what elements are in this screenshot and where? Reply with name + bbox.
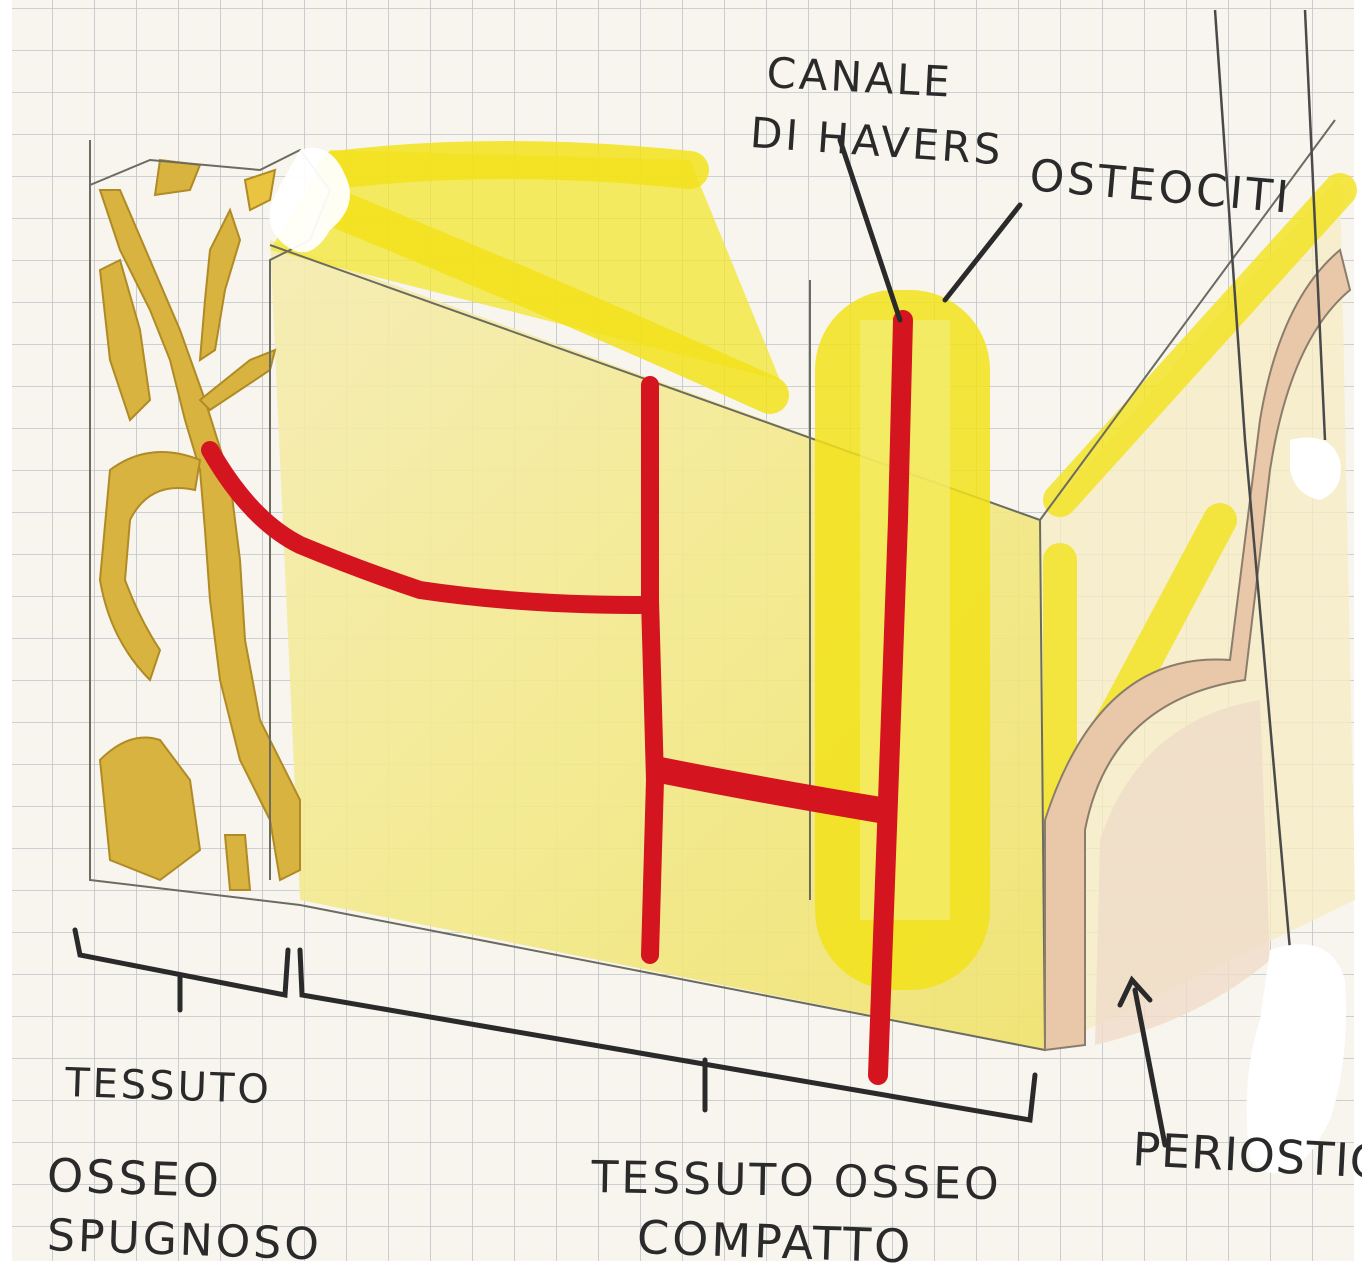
label-tessuto-spugnoso-3: SPUGNOSO xyxy=(46,1210,322,1271)
label-tessuto-spugnoso-2: OSSEO xyxy=(46,1148,223,1208)
label-canale: CANALE xyxy=(765,48,953,107)
label-tessuto-compatto-1: TESSUTO OSSEO xyxy=(591,1152,1002,1210)
vertical-canal-left xyxy=(650,385,655,955)
label-tessuto-compatto-2: COMPATTO xyxy=(636,1210,914,1274)
label-tessuto-spugnoso-1: TESSUTO xyxy=(64,1060,272,1113)
